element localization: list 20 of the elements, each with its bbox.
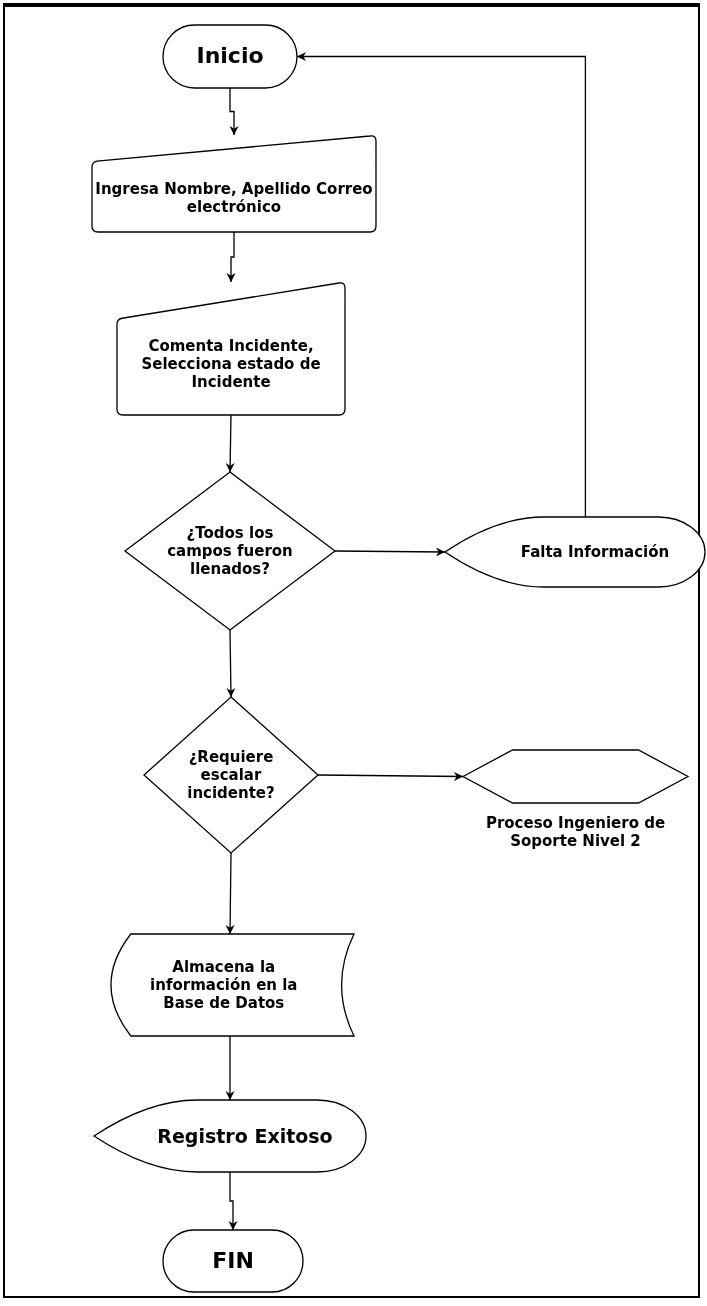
node-label: Registro Exitoso (157, 1124, 333, 1148)
arrow (334, 547, 446, 557)
node-label: Almacena la información en la Base de Datos (149, 958, 299, 1012)
arrow (225, 414, 235, 473)
node-label: Falta Información (520, 543, 670, 561)
arrow (317, 771, 464, 781)
arrow (229, 87, 239, 136)
arrow (226, 231, 236, 283)
node-label: Ingresa Nombre, Apellido Correo electrónico (94, 179, 374, 216)
node-label: Inicio (196, 43, 264, 70)
arrow (296, 52, 587, 518)
arrow (225, 1035, 235, 1101)
arrow (226, 629, 236, 698)
shape-caption: Proceso Ingeniero de Soporte Nivel 2 (484, 814, 667, 850)
node-label: ¿Requiere escalar incidente? (186, 748, 276, 802)
node-label: Comenta Incidente, Selecciona estado de Incidente (140, 336, 322, 391)
arrow (228, 1171, 238, 1231)
arrow (225, 852, 235, 935)
node-label: FIN (212, 1247, 254, 1275)
node-label: ¿Todos los campos fueron llenados? (166, 524, 294, 578)
